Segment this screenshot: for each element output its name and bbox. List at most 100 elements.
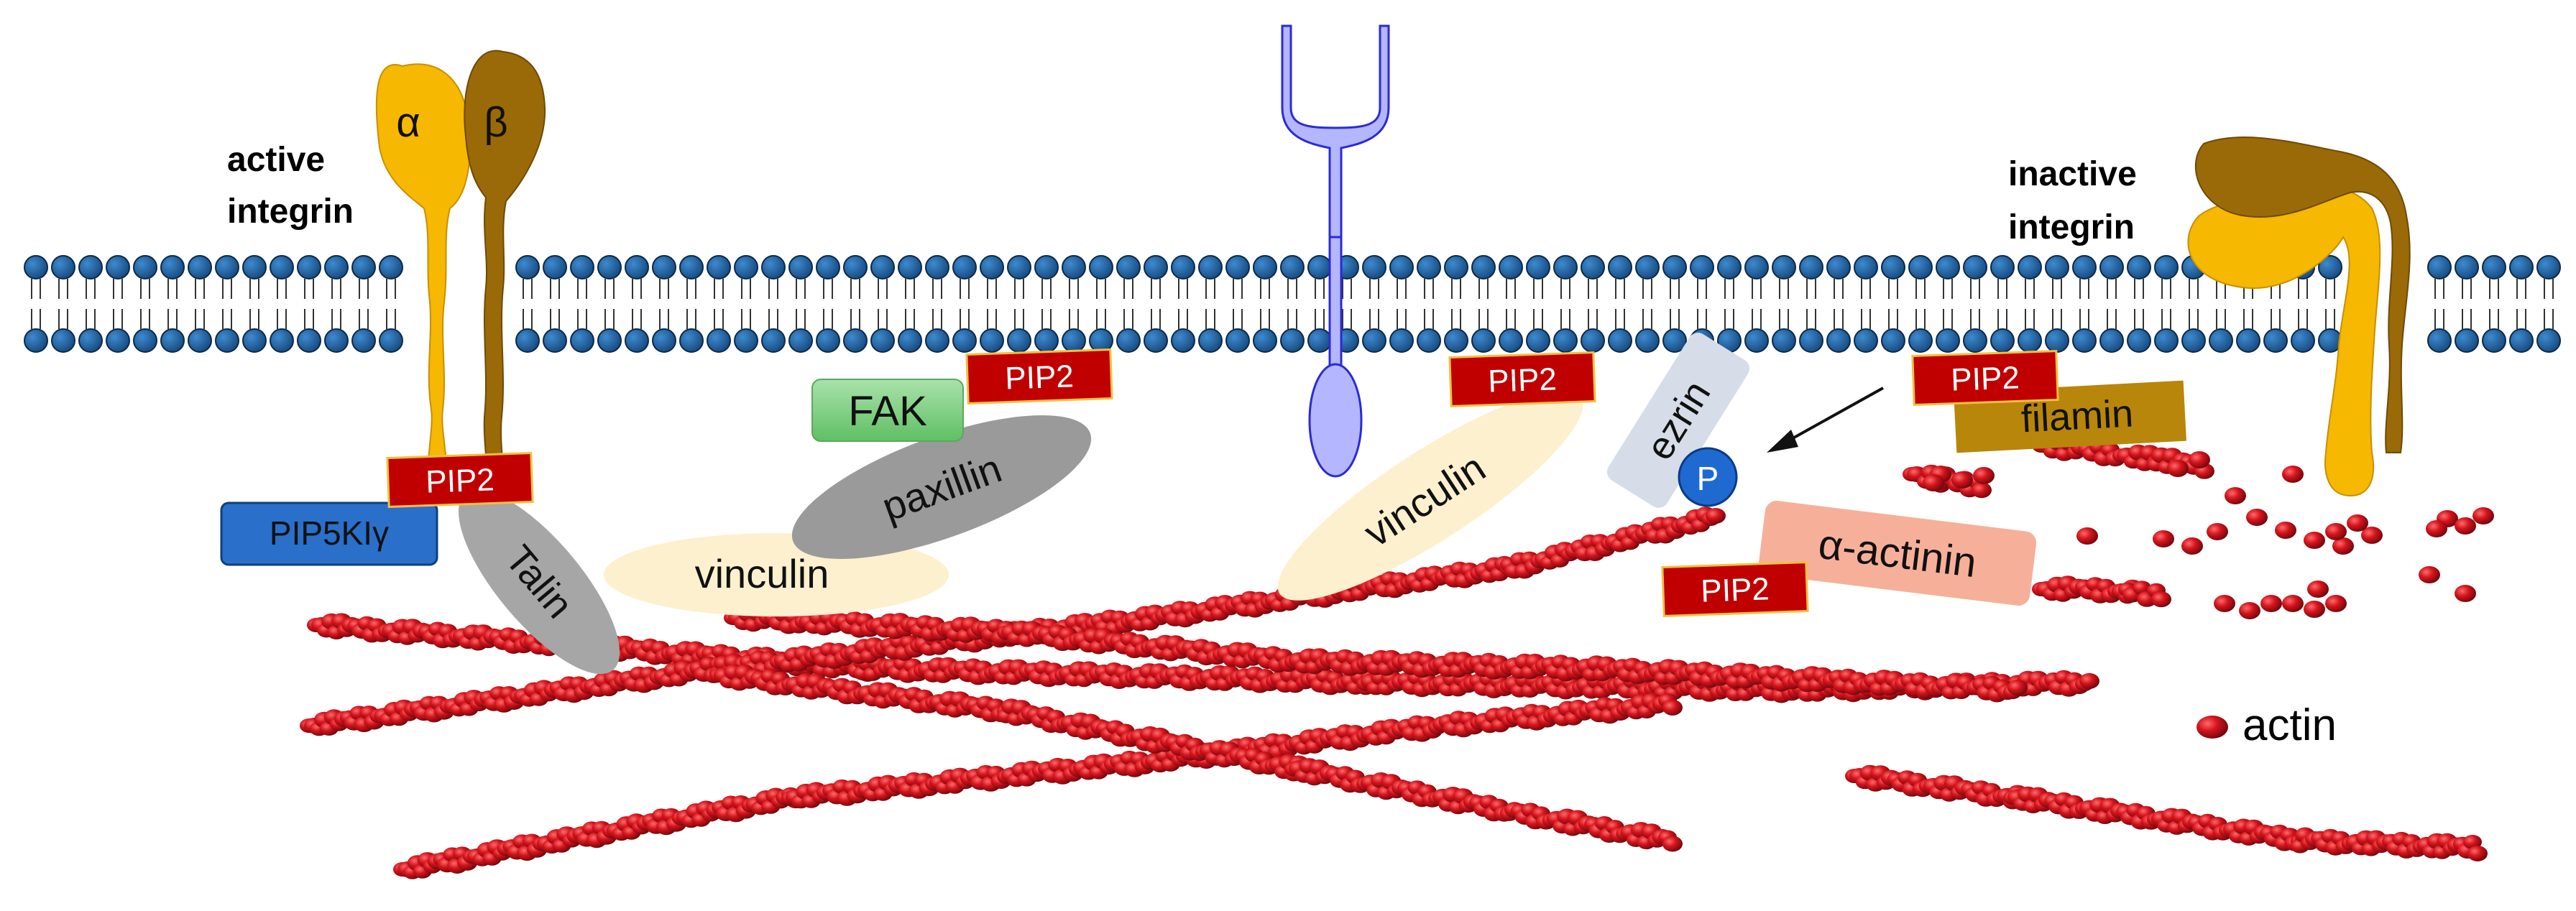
actin-monomer	[2076, 527, 2098, 545]
actin-monomer	[2246, 509, 2268, 526]
actin-bead	[1662, 836, 1683, 852]
transmembrane-receptor	[1281, 24, 1390, 478]
active-integrin-label-line1: active	[227, 141, 325, 179]
actin-bead	[2079, 672, 2099, 689]
lipid-head	[2455, 328, 2479, 353]
actin-monomer	[2307, 581, 2329, 598]
legend: actin	[2196, 700, 2337, 750]
pip2-box	[965, 348, 1113, 405]
lipid-head	[24, 328, 48, 353]
lipid-head	[1307, 255, 1332, 279]
pip2-label: PIP2	[1005, 359, 1075, 396]
lipid-head	[2018, 328, 2042, 353]
pip2-box	[1661, 560, 1809, 618]
lipid-head	[679, 328, 704, 353]
actin-monomer	[2332, 537, 2354, 555]
actin-bead	[2007, 679, 2028, 695]
lipid-head	[1444, 328, 1468, 353]
lipid-head	[1608, 255, 1632, 279]
lipid-head	[2045, 255, 2069, 279]
lipid-head	[1389, 328, 1414, 353]
lipid-head	[816, 255, 840, 279]
activation-arrow	[1767, 387, 1884, 453]
pip2-label: PIP2	[426, 462, 495, 499]
lipid-head	[2482, 328, 2506, 353]
lipid-head	[898, 328, 922, 353]
lipid-head	[51, 328, 75, 353]
lipid-head	[1144, 255, 1168, 279]
lipid-head	[925, 328, 949, 353]
lipid-head	[188, 255, 212, 279]
actin-monomer	[2455, 517, 2476, 535]
lipid-head	[1990, 255, 2015, 279]
lipid-head	[2127, 255, 2151, 279]
actin-monomer	[2275, 522, 2296, 539]
lipid-head	[1198, 255, 1223, 279]
lipid-head	[952, 255, 977, 279]
pip2-tag: PIP2	[1911, 349, 2059, 407]
talin: Talin	[458, 489, 620, 675]
lipid-head	[1581, 255, 1605, 279]
talin-shape	[458, 489, 620, 675]
lipid-head	[24, 255, 48, 279]
lipid-head	[734, 328, 758, 353]
lipid-head	[1744, 255, 1769, 279]
lipid-head	[1908, 328, 1933, 353]
lipid-head	[2127, 328, 2151, 353]
lipid-head	[1799, 328, 1823, 353]
lipid-head	[1362, 255, 1386, 279]
lipid-head	[1553, 328, 1578, 353]
lipid-head	[1471, 255, 1496, 279]
lipid-head	[788, 328, 813, 353]
lipid-head	[2427, 328, 2452, 353]
actin-bead	[1972, 482, 1992, 499]
inactive-alpha-subunit	[2187, 183, 2381, 497]
actin-bead	[2463, 835, 2482, 849]
lipid-head	[898, 255, 922, 279]
actin-monomer	[2167, 460, 2189, 477]
lipid-head	[160, 255, 185, 279]
lipid-head	[1144, 328, 1168, 353]
lipid-head	[2181, 328, 2206, 353]
lipid-head	[2318, 255, 2342, 279]
lipid-head	[2154, 328, 2179, 353]
lipid-head	[1526, 328, 1550, 353]
lipid-head	[106, 255, 130, 279]
lipid-head	[1389, 255, 1414, 279]
actin-monomer	[2304, 532, 2325, 549]
lipid-head	[1089, 255, 1113, 279]
lipid-head	[1963, 255, 1987, 279]
lipid-head	[2427, 255, 2452, 279]
actin-filaments	[300, 434, 2488, 879]
actin-monomer	[2325, 595, 2347, 612]
lipid-head	[1772, 328, 1796, 353]
lipid-head	[1662, 255, 1687, 279]
lipid-head	[952, 328, 977, 353]
actin-monomer	[2282, 595, 2304, 612]
actin-monomer	[1951, 471, 1973, 489]
loose-actin-monomers	[1923, 451, 2494, 619]
lipid-head	[1635, 255, 1660, 279]
actin-monomer	[2472, 507, 2494, 524]
lipid-head	[1581, 328, 1605, 353]
lipid-head	[1307, 328, 1332, 353]
receptor-extracellular	[1281, 24, 1390, 239]
alpha-actinin-box	[1758, 501, 2037, 606]
alpha-actinin: α-actinin	[1758, 501, 2037, 606]
fak-box	[811, 379, 964, 442]
lipid-head	[1499, 255, 1523, 279]
paxillin: paxillin	[791, 415, 1092, 559]
actin-bead	[2467, 846, 2488, 861]
lipid-head	[2509, 328, 2534, 353]
lipid-head	[1826, 328, 1851, 353]
lipid-head	[51, 255, 75, 279]
lipid-head	[2291, 328, 2315, 353]
inactive-integrin-label-line1: inactive	[2008, 155, 2137, 193]
legend-actin-marker	[2196, 716, 2228, 739]
lipid-head	[1499, 328, 1523, 353]
lipid-head	[2099, 255, 2124, 279]
actin-bead	[2151, 591, 2171, 608]
active-integrin-label-line2: integrin	[227, 193, 354, 231]
lipid-head	[1034, 255, 1059, 279]
lipid-head	[324, 328, 349, 353]
